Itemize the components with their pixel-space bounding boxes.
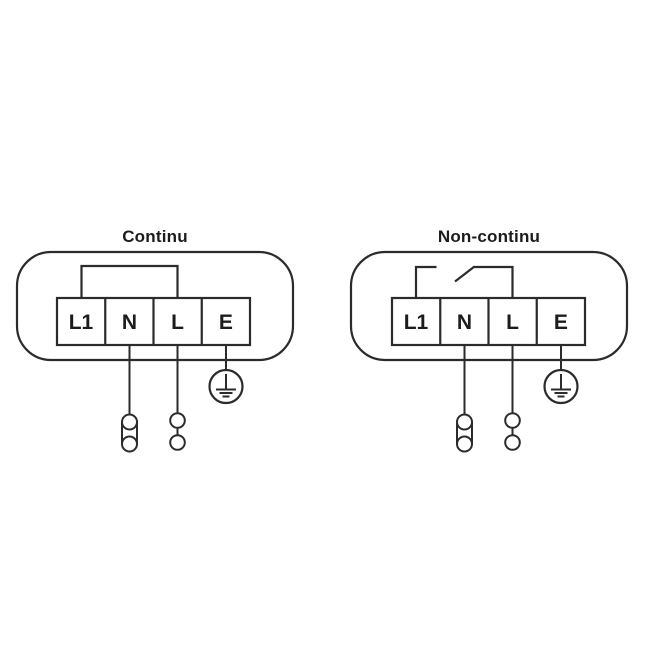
earth-circle [543,368,579,405]
connector-circle-bottom [456,435,473,453]
connector-circle-top [169,412,186,429]
terminal-label-e: E [219,311,233,334]
diagram-title-continu: Continu [122,227,188,246]
terminal-label-l: L [171,311,184,334]
terminal-label-l1: L1 [69,311,94,334]
connector-circle-bottom [121,435,138,453]
earth-bars [216,388,236,398]
connector-circle-bottom [504,434,521,451]
switch-blade [454,265,476,283]
terminal-dividers [104,298,203,345]
jumper-wire-closed [80,264,179,298]
connector-circle-top [504,412,521,429]
earth-ground-icon [543,368,579,405]
lamp-link-connector-icon [121,413,138,453]
terminal-label-n: N [457,311,472,334]
connector-circle-top [456,413,473,431]
device-enclosure [349,250,629,362]
terminal-label-l1: L1 [404,311,429,334]
switch-open-icon [414,265,514,298]
switch-run-l [473,265,514,298]
non-continu-diagram: L1 N L E [349,250,629,453]
lamp-double-circle-connector-icon [169,412,186,451]
connector-link-sides [456,422,473,444]
terminal-label-n: N [122,311,137,334]
terminal-label-e: E [554,311,568,334]
lamp-double-circle-connector-icon [504,412,521,451]
earth-ground-icon [208,368,244,405]
lamp-link-connector-icon [456,413,473,453]
terminal-dividers [439,298,538,345]
continu-diagram: L1 N L E [15,250,295,453]
earth-circle [208,368,244,405]
connector-circle-top [121,413,138,431]
diagram-title-non-continu: Non-continu [437,227,541,246]
switch-stub-l1 [414,265,437,298]
connector-link-sides [121,422,138,444]
device-enclosure [15,250,295,362]
earth-bars [551,388,571,398]
terminal-label-l: L [506,311,519,334]
connector-circle-bottom [169,434,186,451]
